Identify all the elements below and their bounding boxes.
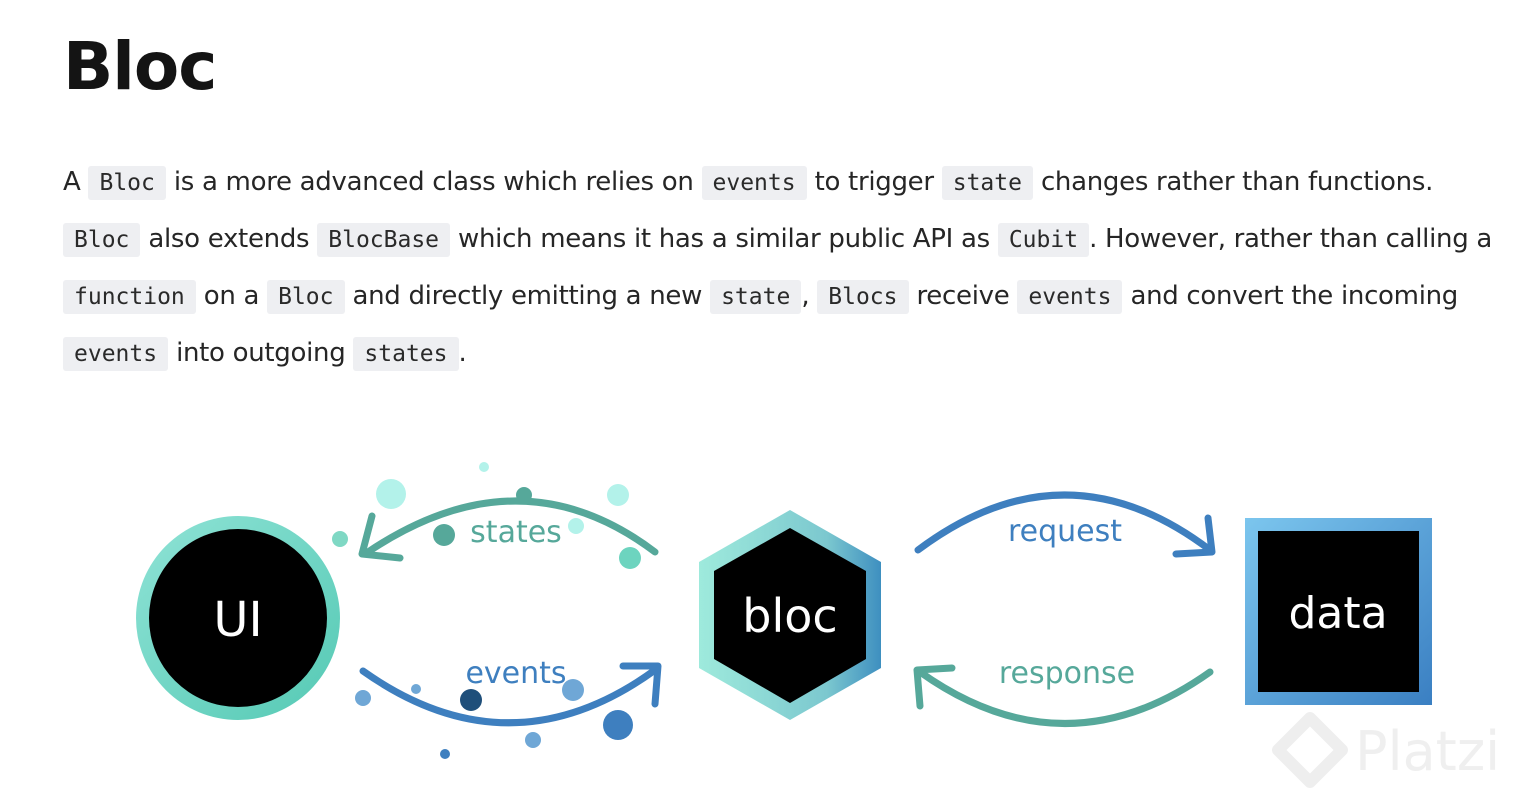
paragraph-text: is a more advanced class which relies on (173, 167, 694, 197)
particle-dot (332, 531, 348, 547)
paragraph-text: . However, rather than calling a (1089, 224, 1492, 254)
particle-dot (607, 484, 629, 506)
bloc-diagram: UI bloc data states events (136, 462, 1500, 788)
paragraph-text: also extends (148, 224, 310, 254)
ui-node: UI (136, 516, 340, 720)
particle-dot (433, 524, 455, 546)
events-label: events (465, 656, 566, 691)
paragraph-text: on a (203, 281, 260, 311)
particle-dot (603, 710, 633, 740)
watermark-text: Platzi (1355, 720, 1500, 783)
inline-code: events (63, 337, 169, 371)
particle-dot (355, 690, 371, 706)
inline-code: Bloc (267, 280, 345, 314)
ui-label: UI (213, 592, 262, 648)
bloc-label: bloc (742, 589, 837, 643)
paragraph-text: receive (916, 281, 1010, 311)
inline-code: Bloc (63, 223, 141, 257)
inline-code: Blocs (817, 280, 909, 314)
paragraph-text: to trigger (814, 167, 934, 197)
particle-dot (411, 684, 421, 694)
platzi-logo-icon (1272, 712, 1348, 788)
particle-dot (568, 518, 584, 534)
inline-code: Cubit (997, 223, 1090, 257)
inline-code: Bloc (88, 166, 166, 200)
events-particles (355, 679, 633, 759)
inline-code: state (941, 166, 1033, 200)
bloc-node: bloc (699, 510, 881, 720)
particle-dot (525, 732, 541, 748)
response-label: response (999, 656, 1135, 691)
particle-dot (479, 462, 489, 472)
particle-dot (516, 487, 532, 503)
particle-dot (619, 547, 641, 569)
intro-paragraph: A Bloc is a more advanced class which re… (63, 154, 1513, 382)
inline-code: events (1017, 280, 1123, 314)
events-arrow: events (359, 656, 662, 727)
paragraph-text: which means it has a similar public API … (458, 224, 990, 254)
particle-dot (460, 689, 482, 711)
page-title: Bloc (63, 28, 217, 105)
inline-code: function (63, 280, 196, 314)
inline-code: state (710, 280, 802, 314)
paragraph-text: and convert the incoming (1130, 281, 1459, 311)
paragraph-text: A (63, 167, 81, 197)
states-label: states (470, 515, 562, 550)
paragraph-text: . (458, 338, 467, 368)
particle-dot (440, 749, 450, 759)
paragraph-text: and directly emitting a new (352, 281, 703, 311)
inline-code: states (353, 337, 459, 371)
paragraph-text: , (801, 281, 810, 311)
request-arrow: request (914, 491, 1216, 558)
states-arrow: states (358, 497, 659, 562)
inline-code: events (701, 166, 807, 200)
response-arrow: response (913, 656, 1214, 727)
data-node: data (1245, 518, 1432, 705)
data-label: data (1288, 588, 1387, 639)
platzi-watermark: Platzi (1272, 712, 1500, 788)
request-label: request (1008, 514, 1122, 549)
particle-dot (562, 679, 584, 701)
paragraph-text: into outgoing (176, 338, 346, 368)
paragraph-text: changes rather than functions. (1040, 167, 1434, 197)
particle-dot (376, 479, 406, 509)
states-particles (332, 462, 641, 569)
inline-code: BlocBase (317, 223, 451, 257)
